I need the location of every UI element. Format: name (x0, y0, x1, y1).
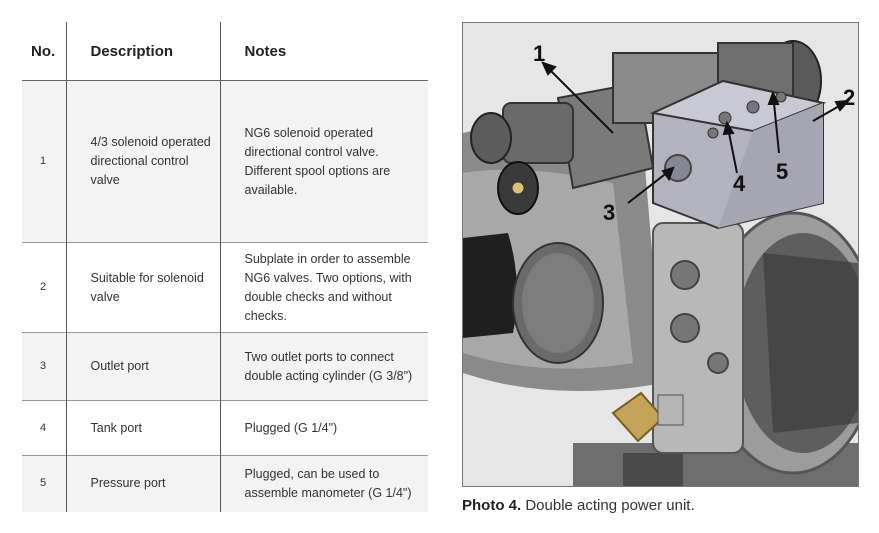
parts-table: No. Description Notes 1 4/3 solenoid ope… (22, 22, 428, 512)
header-no: No. (22, 22, 66, 81)
table-row: 4 Tank port Plugged (G 1/4") (22, 400, 428, 456)
row-description: Tank port (65, 400, 220, 456)
callout-4: 4 (733, 171, 746, 196)
table-header-row: No. Description Notes (22, 22, 428, 81)
callout-3: 3 (603, 200, 615, 225)
table-row: 5 Pressure port Plugged, can be used to … (22, 455, 428, 512)
row-no: 1 (22, 80, 66, 243)
callout-2: 2 (843, 85, 855, 110)
row-no: 3 (22, 332, 66, 401)
photo-caption: Photo 4. Double acting power unit. (462, 497, 695, 514)
row-description: Pressure port (65, 455, 220, 512)
row-notes: Two outlet ports to connect double actin… (219, 332, 428, 401)
header-description: Description (65, 22, 220, 81)
row-notes: Plugged, can be used to assemble manomet… (219, 455, 428, 512)
caption-text: Double acting power unit. (521, 497, 695, 514)
header-notes: Notes (219, 22, 428, 81)
row-notes: Subplate in order to assemble NG6 valves… (219, 242, 428, 333)
caption-label: Photo 4. (462, 497, 522, 514)
callout-5: 5 (776, 159, 788, 184)
table-row: 1 4/3 solenoid operated directional cont… (22, 80, 428, 243)
row-description: 4/3 solenoid operated directional contro… (65, 80, 220, 243)
row-description: Suitable for solenoid valve (65, 242, 220, 333)
row-notes: Plugged (G 1/4") (219, 400, 428, 456)
callout-1: 1 (533, 41, 545, 66)
row-notes: NG6 solenoid operated directional contro… (219, 80, 428, 243)
row-description: Outlet port (65, 332, 220, 401)
table-row: 3 Outlet port Two outlet ports to connec… (22, 332, 428, 401)
power-unit-photo: 1 2 3 4 5 (462, 22, 859, 487)
power-unit-illustration: 1 2 3 4 5 (463, 23, 858, 486)
table-row: 2 Suitable for solenoid valve Subplate i… (22, 242, 428, 333)
parts-table-container: No. Description Notes 1 4/3 solenoid ope… (22, 22, 428, 512)
row-no: 2 (22, 242, 66, 333)
row-no: 5 (22, 455, 66, 512)
row-no: 4 (22, 400, 66, 456)
